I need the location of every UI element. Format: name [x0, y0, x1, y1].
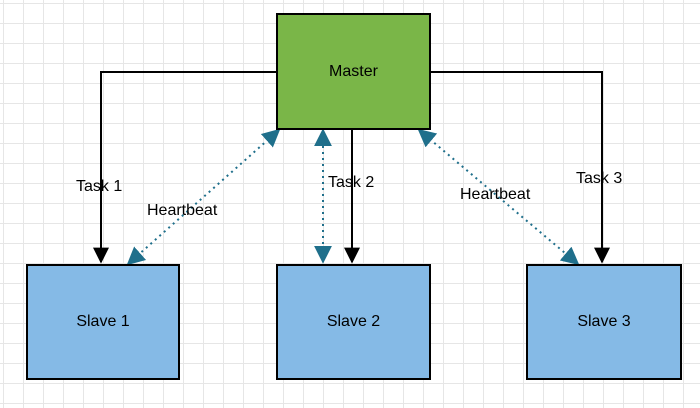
slave-1-label: Slave 1: [76, 313, 130, 330]
task-3-label: Task 3: [576, 170, 623, 187]
slave-2-label: Slave 2: [326, 313, 381, 330]
heartbeat-3-connector: [417, 128, 580, 266]
task-1-connector: [93, 71, 276, 264]
master-node[interactable]: Master: [276, 13, 431, 130]
slave-3-label: Slave 3: [577, 313, 631, 330]
task-2-label: Task 2: [328, 174, 375, 191]
slave-3-node[interactable]: Slave 3: [526, 264, 682, 380]
heartbeat-3-label: Heartbeat: [460, 186, 531, 203]
task-1-label: Task 1: [76, 178, 123, 195]
task-3-connector: [431, 71, 610, 264]
master-label: Master: [329, 62, 378, 80]
heartbeat-1-connector: [126, 128, 281, 266]
slave-2-node[interactable]: Slave 2: [276, 264, 431, 380]
heartbeat-1-label: Heartbeat: [147, 202, 218, 219]
slave-1-node[interactable]: Slave 1: [26, 264, 180, 380]
